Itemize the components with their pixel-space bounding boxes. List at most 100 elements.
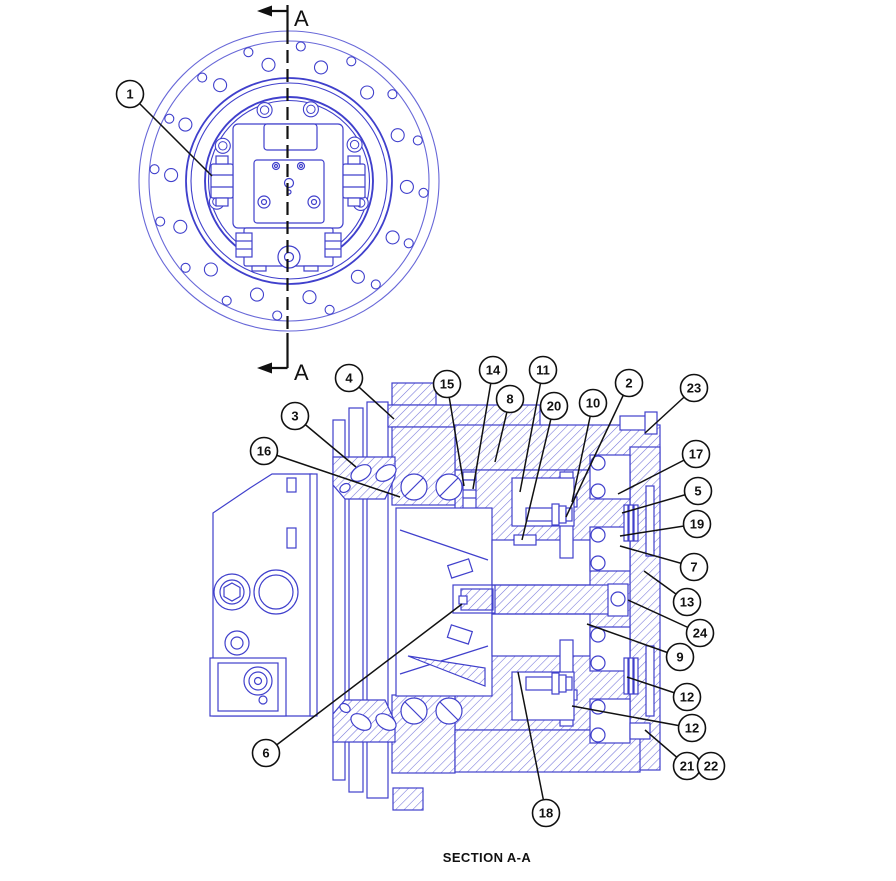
callout-leader-10 <box>571 402 594 503</box>
callout-12: 12 <box>672 682 702 712</box>
callout-leader-20 <box>521 405 555 541</box>
bolt-hole <box>261 57 276 72</box>
callout-20: 20 <box>539 391 569 421</box>
callout-number: 13 <box>680 595 694 610</box>
callout-7: 7 <box>679 552 709 582</box>
cover-bolt <box>346 136 363 153</box>
bolt-hole <box>178 117 193 132</box>
bolt-hole <box>203 262 218 277</box>
bolt-hole <box>164 168 179 183</box>
section-components <box>339 411 658 744</box>
callout-number: 15 <box>440 377 454 392</box>
bolt-hole <box>313 60 329 75</box>
callout-number: 12 <box>685 721 699 736</box>
bolt-hole <box>390 128 405 143</box>
callout-number: 20 <box>547 399 561 414</box>
bolt-hole <box>249 287 265 302</box>
callout-number: 14 <box>486 363 501 378</box>
callout-number: 16 <box>257 444 271 459</box>
bolt-hole <box>295 41 306 52</box>
bolt-hole <box>164 113 175 124</box>
callout-17: 17 <box>681 439 711 469</box>
main-bearing-top <box>400 473 463 501</box>
relief-valve-right <box>342 155 366 207</box>
callout-leader-14 <box>472 369 494 490</box>
bolt-hole <box>403 238 414 249</box>
flange-inner-circle <box>148 40 430 322</box>
callout-number: 21 <box>680 759 694 774</box>
section-line-marker: A A <box>257 5 309 385</box>
callout-24: 24 <box>685 618 715 648</box>
bolt-hole <box>302 290 317 305</box>
bolt-hole <box>324 304 335 315</box>
bolt-hole <box>173 219 188 234</box>
planet-gear-upper <box>511 477 575 527</box>
relief-valve-left <box>210 155 234 207</box>
ring-gear-segments <box>589 454 631 744</box>
gearbox-block <box>209 657 287 717</box>
callout-number: 24 <box>693 626 708 641</box>
callout-14: 14 <box>478 355 508 385</box>
front-view <box>138 30 440 332</box>
callout-leader-16 <box>263 450 401 498</box>
section-view <box>209 382 661 811</box>
callout-15: 15 <box>432 369 462 399</box>
callout-9: 9 <box>665 642 695 672</box>
callout-leader-15 <box>446 383 465 487</box>
callout-leader-1 <box>129 93 213 177</box>
bolt-hole <box>197 72 208 83</box>
callout-number: 22 <box>704 759 718 774</box>
callout-number: 10 <box>586 396 600 411</box>
callout-4: 4 <box>334 363 364 393</box>
callout-number: 18 <box>539 806 553 821</box>
flange-plates <box>309 401 389 799</box>
callout-18: 18 <box>531 798 561 828</box>
bolt-hole <box>387 89 398 100</box>
callout-leader-11 <box>519 369 544 493</box>
bolt-hole <box>213 78 228 93</box>
callout-leader-18 <box>517 671 547 814</box>
ring-gear-circle <box>185 77 393 285</box>
bolt-hole <box>155 216 166 227</box>
callout-leader-9 <box>586 623 681 658</box>
callout-10: 10 <box>578 388 608 418</box>
seal-bottom <box>350 713 372 731</box>
arrow-bottom <box>257 362 272 374</box>
callout-number: 12 <box>680 690 694 705</box>
callout-13: 13 <box>672 587 702 617</box>
detent-ball <box>610 591 626 607</box>
planet-gear-lower <box>511 671 575 721</box>
outer-flange-circle <box>138 30 440 332</box>
bolt-hole-rings <box>149 41 429 321</box>
callout-number: 7 <box>690 560 697 575</box>
bolt-hole <box>221 295 232 306</box>
main-bearing-bottom <box>400 697 463 725</box>
callout-8: 8 <box>495 384 525 414</box>
plug-21-22 <box>629 722 651 740</box>
callout-number: 11 <box>536 363 550 378</box>
callout-19: 19 <box>682 509 712 539</box>
callout-number: 5 <box>694 484 701 499</box>
callout-number: 23 <box>687 381 701 396</box>
arrow-top <box>257 5 272 17</box>
figure-caption: SECTION A-A <box>443 850 532 865</box>
callout-3: 3 <box>280 401 310 431</box>
callout-6: 6 <box>251 738 281 768</box>
cover-bolt <box>302 101 319 118</box>
bolt-hole <box>412 135 423 146</box>
seal-top <box>350 464 372 482</box>
spindle-tab <box>391 382 437 406</box>
callout-21: 21 <box>672 751 702 781</box>
bolt-hole <box>346 56 357 67</box>
callout-number: 9 <box>676 650 683 665</box>
cover-bolt <box>214 137 231 154</box>
callout-number: 4 <box>345 371 353 386</box>
bolt-hole <box>360 85 375 100</box>
callout-number: 3 <box>291 409 298 424</box>
bolt-hole <box>385 230 400 245</box>
bolt-hole <box>243 47 254 58</box>
bottom-flange-tab <box>392 787 424 811</box>
